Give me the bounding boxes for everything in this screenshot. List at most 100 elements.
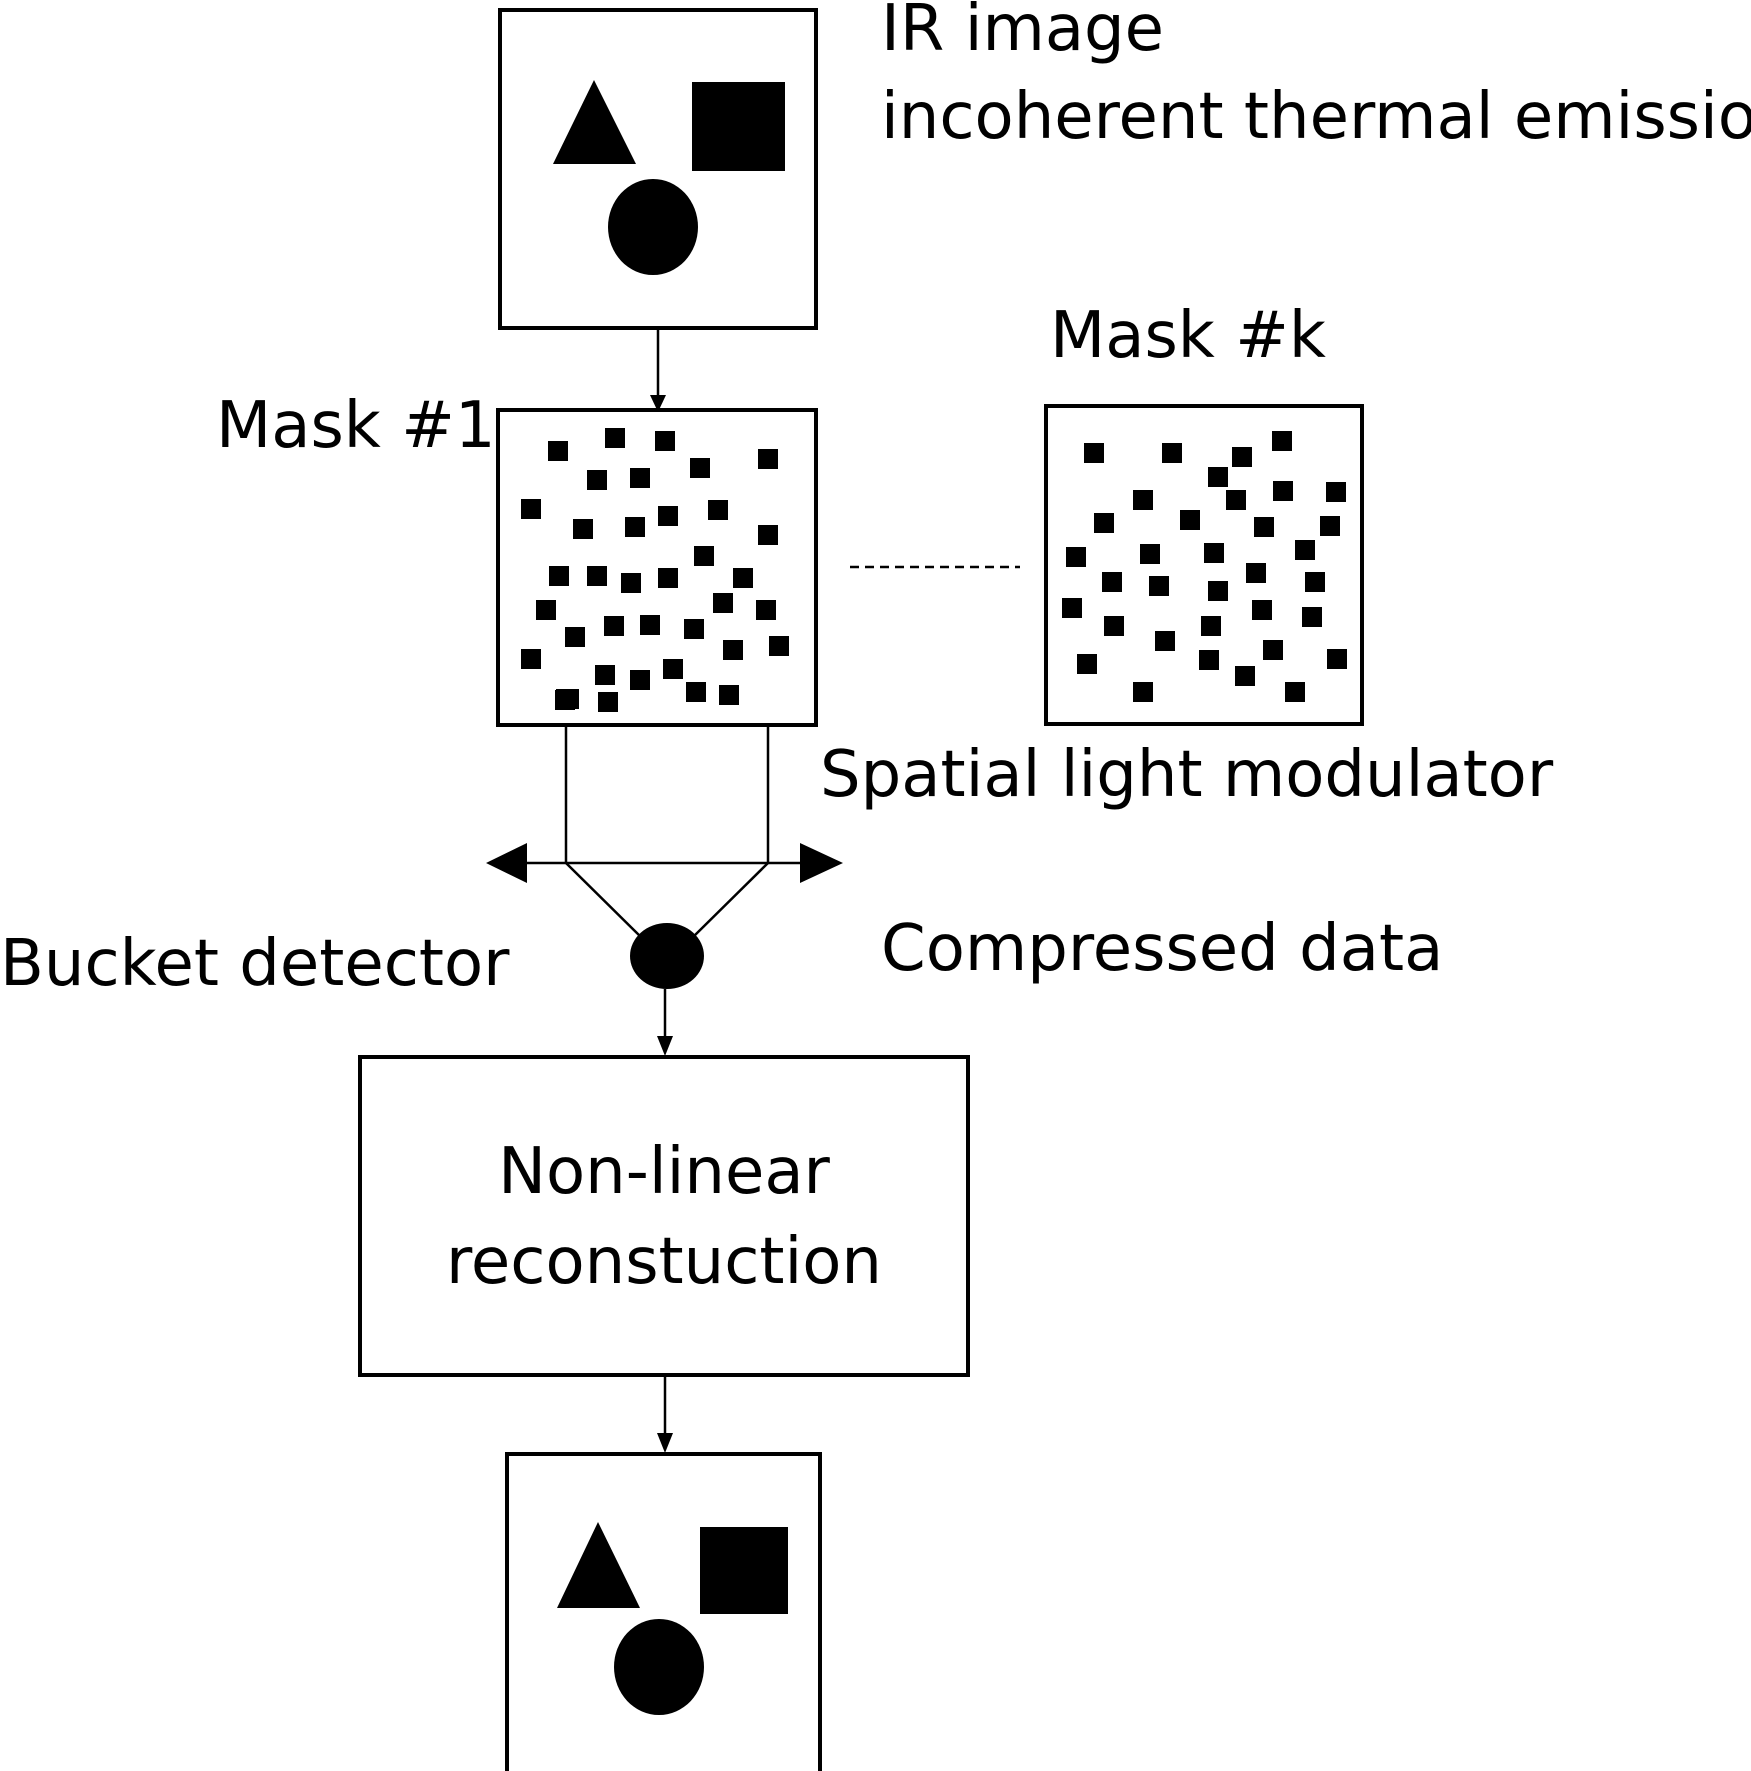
mask-pixel xyxy=(1208,467,1228,487)
mask-pixel xyxy=(621,573,641,593)
mask-pixel xyxy=(719,685,739,705)
mask-pixel xyxy=(1263,640,1283,660)
mask-pixel xyxy=(587,566,607,586)
mask-pixel xyxy=(598,692,618,712)
mask-pixel xyxy=(1133,682,1153,702)
mask-pixel xyxy=(549,566,569,586)
triangle-icon xyxy=(557,1522,640,1608)
mask-pixel xyxy=(1094,513,1114,533)
reconstruction-label-line1: Non-linear xyxy=(498,1135,830,1209)
mask-pixel xyxy=(1272,431,1292,451)
mask-pixel xyxy=(521,649,541,669)
mask-pixel xyxy=(630,670,650,690)
bucket-detector-icon xyxy=(630,923,704,989)
mask-pixel xyxy=(663,659,683,679)
mask-pixel xyxy=(1102,572,1122,592)
mask-pixel xyxy=(1201,616,1221,636)
mask-pixel xyxy=(555,690,575,710)
arrow-head-icon xyxy=(657,1036,673,1056)
reconstructed-image-box xyxy=(505,1452,822,1771)
mask-pixel xyxy=(640,615,660,635)
arrow-detector-to-reconstruction xyxy=(657,989,673,1056)
mask-pixel xyxy=(1232,447,1252,467)
mask-k-box xyxy=(1044,404,1364,726)
arrow-head-icon xyxy=(650,395,666,412)
mask-pixel xyxy=(1226,490,1246,510)
mask-pixel xyxy=(1320,516,1340,536)
reconstruction-box: Non-linear reconstuction xyxy=(358,1055,970,1377)
mask-pixel xyxy=(1199,650,1219,670)
mask-pixel xyxy=(1062,598,1082,618)
bucket-detector-label: Bucket detector xyxy=(0,927,510,1001)
mask-pixel xyxy=(758,449,778,469)
mask-pixel xyxy=(686,682,706,702)
mask-pixel xyxy=(769,636,789,656)
mask-pixel xyxy=(1327,649,1347,669)
slm-label: Spatial light modulator xyxy=(820,738,1554,812)
mask-pixel xyxy=(658,568,678,588)
mask-pixel xyxy=(756,600,776,620)
triangle-icon xyxy=(553,80,636,164)
mask-pixel xyxy=(630,468,650,488)
mask-pixel xyxy=(1204,543,1224,563)
mask-pixel xyxy=(723,640,743,660)
right-arrow-head-icon xyxy=(800,843,843,883)
mask-k-pattern-icon xyxy=(1062,431,1347,702)
mask-pixel xyxy=(565,627,585,647)
circle-icon xyxy=(608,179,698,275)
mask-pixel xyxy=(1162,443,1182,463)
mask-pixel xyxy=(1104,616,1124,636)
mask-pixel xyxy=(694,546,714,566)
mask-pixel xyxy=(690,458,710,478)
mask-pixel xyxy=(1295,540,1315,560)
mask-pixel xyxy=(605,428,625,448)
arrow-image-to-mask xyxy=(650,330,666,412)
mask-pixel xyxy=(1180,510,1200,530)
mask-1-label: Mask #1 xyxy=(216,389,496,463)
mask-pixel xyxy=(1235,666,1255,686)
mask-pixel xyxy=(1077,654,1097,674)
arrow-head-icon xyxy=(657,1433,673,1453)
ir-image-sublabel: incoherent thermal emission xyxy=(881,80,1751,154)
square-icon xyxy=(692,82,785,171)
mask-1-box xyxy=(496,408,818,727)
reconstruction-label-line2: reconstuction xyxy=(446,1225,882,1299)
mask-k-label: Mask #k xyxy=(1050,299,1326,373)
compressed-data-label: Compressed data xyxy=(881,912,1443,986)
mask-pixel xyxy=(1140,544,1160,564)
mask-pixel xyxy=(1273,481,1293,501)
mask-pixel xyxy=(595,665,615,685)
mask-pixel xyxy=(1149,576,1169,596)
mask-pixel xyxy=(1252,600,1272,620)
mask-pixel xyxy=(587,470,607,490)
mask-pixel xyxy=(604,616,624,636)
mask-pixel xyxy=(733,568,753,588)
mask-pixel xyxy=(684,619,704,639)
mask-pixel xyxy=(1133,490,1153,510)
mask-1-pattern-icon xyxy=(521,428,789,712)
square-icon xyxy=(700,1527,788,1614)
arrow-reconstruction-to-output xyxy=(657,1377,673,1453)
mask-pixel xyxy=(548,441,568,461)
mask-pixel xyxy=(1155,631,1175,651)
mask-pixel xyxy=(1326,482,1346,502)
mask-pixel xyxy=(1246,563,1266,583)
mask-pixel xyxy=(1208,581,1228,601)
ir-image-box xyxy=(498,8,818,330)
collection-optics xyxy=(486,727,843,989)
mask-pixel xyxy=(1066,547,1086,567)
mask-pixel xyxy=(1305,572,1325,592)
mask-pixel xyxy=(1084,443,1104,463)
mask-pixel xyxy=(655,431,675,451)
mask-pixel xyxy=(1254,517,1274,537)
mask-pixel xyxy=(708,500,728,520)
mask-pixel xyxy=(536,600,556,620)
mask-pixel xyxy=(573,519,593,539)
mask-pixel xyxy=(758,525,778,545)
mask-pixel xyxy=(1285,682,1305,702)
mask-pixel xyxy=(625,517,645,537)
mask-pixel xyxy=(713,593,733,613)
left-arrow-head-icon xyxy=(486,843,527,883)
mask-pixel xyxy=(1302,607,1322,627)
